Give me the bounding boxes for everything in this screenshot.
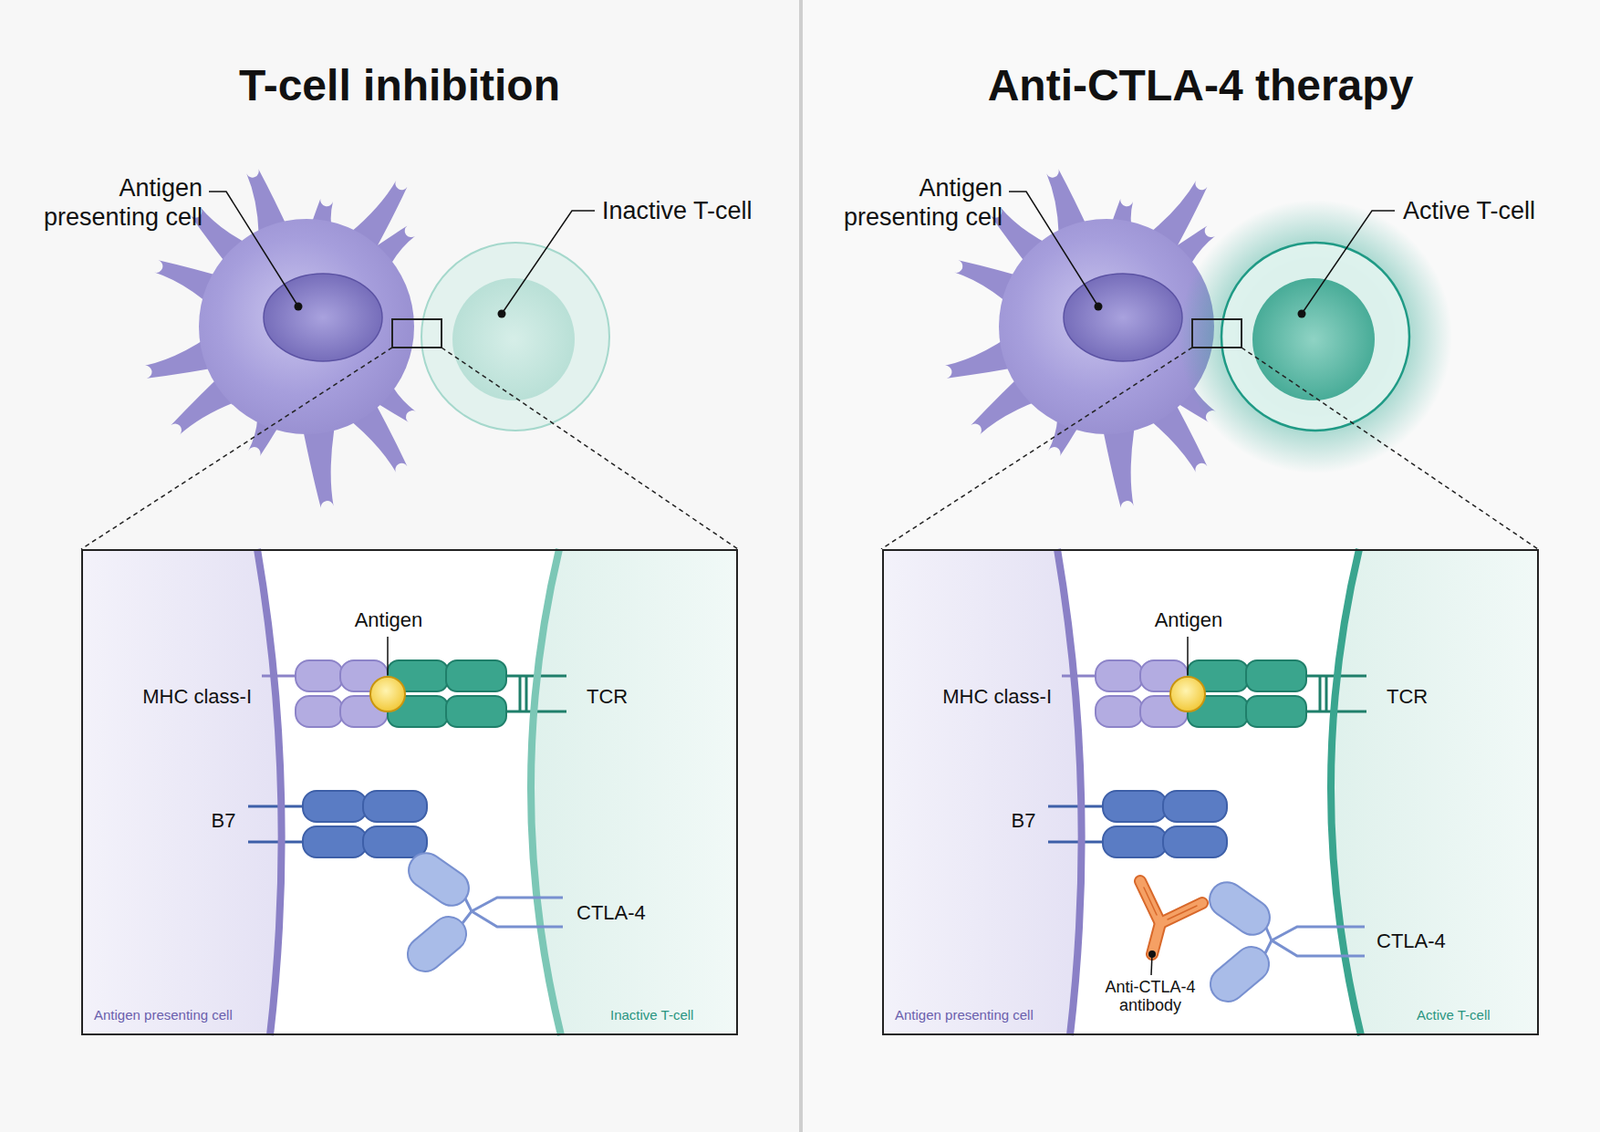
region-label: Inactive T-cell [610,1007,694,1023]
cell-label: Inactive T-cell [602,196,753,226]
cell-label: Antigen presenting cell [20,173,203,233]
molecule-label: CTLA-4 [576,901,646,925]
region-label: Antigen presenting cell [93,1007,233,1023]
molecule-label: CTLA-4 [1376,929,1446,954]
molecule-label: TCR [586,685,628,709]
panel-title: Anti-CTLA-4 therapy [800,60,1600,111]
antibody-label: Anti-CTLA-4 antibody [1090,978,1210,1016]
molecule-label: Antigen [1154,608,1224,633]
panel: T-cell inhibitionAntigen presenting cell… [0,0,800,1132]
molecule-label: B7 [211,809,237,833]
panel-title: T-cell inhibition [0,60,800,111]
molecule-label: MHC class-I [942,685,1052,709]
cell-label: Antigen presenting cell [820,173,1003,233]
panel: Anti-CTLA-4 therapyAntigen presenting ce… [800,0,1600,1132]
region-label: Antigen presenting cell [894,1007,1034,1023]
molecule-label: TCR [1386,685,1428,709]
molecule-label: MHC class-I [142,685,252,709]
cell-label: Active T-cell [1402,196,1536,226]
molecule-label: Antigen [354,608,424,633]
region-label: Active T-cell [1416,1007,1491,1023]
molecule-label: B7 [1011,809,1037,833]
